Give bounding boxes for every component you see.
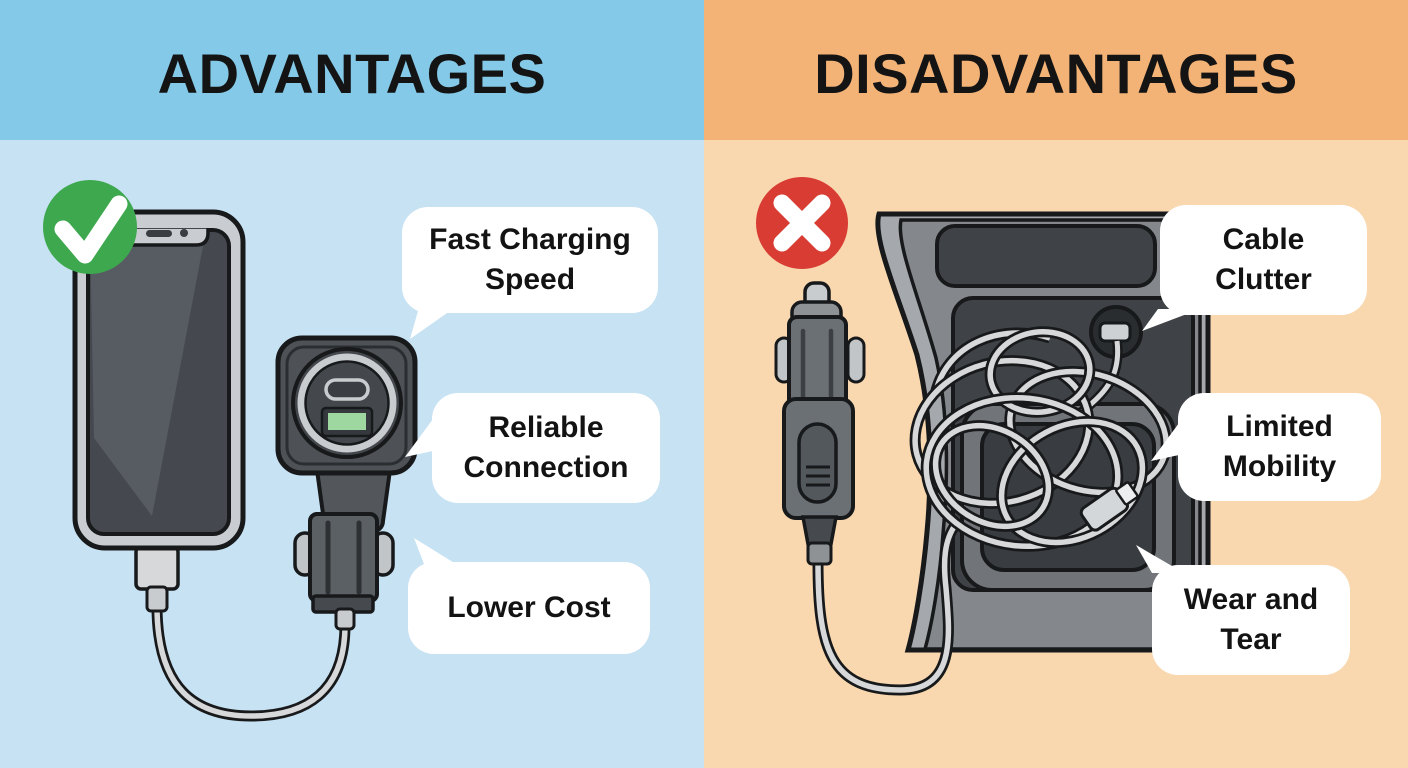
advantages-panel: ADVANTAGES [0, 0, 704, 768]
bubble-tail [1151, 423, 1179, 461]
car-charger [275, 335, 418, 631]
phone-car-charger-illustration [43, 180, 418, 722]
bubble-tail [1136, 545, 1184, 573]
bubble-cable-clutter: Cable Clutter [1142, 205, 1367, 331]
phone-cable-connector [134, 545, 180, 613]
bubble-tail [405, 419, 433, 457]
phone-speaker [146, 230, 172, 237]
bubble-tail [410, 311, 450, 339]
check-icon [43, 180, 137, 274]
disadvantages-header-label: DISADVANTAGES [814, 41, 1298, 105]
bubble-wear-and-tear: Wear and Tear [1136, 545, 1350, 675]
bubble-reliable-connection: Reliable Connection [405, 393, 660, 503]
console-vent [935, 224, 1157, 288]
loose-connector [1079, 481, 1139, 532]
disadvantages-panel: DISADVANTAGES [704, 0, 1408, 768]
charger-cable [812, 520, 961, 696]
usb-a-port [328, 413, 366, 430]
socket-plug [1098, 321, 1132, 343]
cigarette-lighter-plug [774, 281, 866, 566]
bubble-tail [1142, 309, 1200, 331]
bubble-tail [414, 538, 456, 564]
charging-cable [151, 605, 351, 722]
advantages-header-label: ADVANTAGES [157, 41, 547, 105]
advantages-header: ADVANTAGES [0, 0, 704, 140]
tangled-cable-console-illustration [756, 177, 1211, 696]
x-icon [756, 177, 848, 269]
bubble-lower-cost: Lower Cost [408, 538, 650, 654]
disadvantages-header: DISADVANTAGES [704, 0, 1408, 140]
bubble-fast-charging-speed: Fast Charging Speed [402, 207, 658, 339]
usb-c-port [324, 378, 370, 401]
tangled-cable [909, 326, 1172, 552]
phone-camera-dot [180, 229, 188, 237]
bubble-limited-mobility: Limited Mobility [1151, 393, 1381, 501]
